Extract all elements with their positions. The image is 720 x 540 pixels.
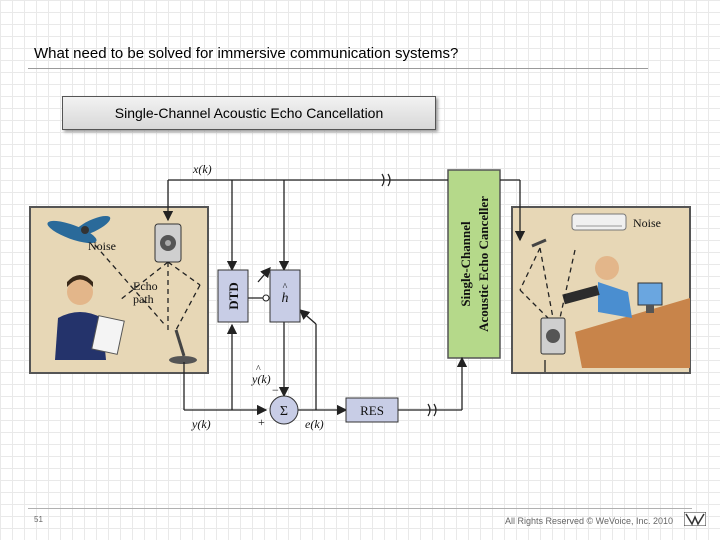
- canceller-label-1: Single-Channel: [458, 221, 473, 307]
- sum-label: Σ: [280, 404, 288, 419]
- desk-icon: [575, 298, 690, 368]
- h-hat-block: [269, 269, 301, 323]
- e-signal-label: e(k): [305, 417, 324, 431]
- slide-title: What need to be solved for immersive com…: [34, 45, 459, 62]
- subtitle-box: Single-Channel Acoustic Echo Cancellatio…: [62, 96, 436, 130]
- monitor-icon: [637, 282, 663, 313]
- echo-label-1: Echo: [133, 279, 158, 293]
- page-number: 51: [34, 515, 43, 524]
- left-echo-paths: [94, 244, 201, 331]
- canceller-box: [447, 169, 501, 359]
- h-hat-label: h: [282, 291, 289, 306]
- channel-break-icons: [381, 173, 437, 417]
- x-signal-label: x(k): [192, 162, 212, 176]
- dtd-block: [217, 269, 249, 323]
- sum-node: [269, 395, 299, 425]
- right-microphone-icon: [531, 238, 547, 248]
- title-divider: [28, 68, 648, 69]
- res-block: [345, 397, 399, 423]
- canceller-label-2: Acoustic Echo Canceller: [476, 196, 491, 332]
- y-hat-signal-label: y(k): [251, 372, 271, 386]
- copyright-text: All Rights Reserved © WeVoice, Inc. 2010: [505, 516, 674, 526]
- plus-sign: +: [258, 415, 265, 429]
- presenter-person-icon: [55, 275, 125, 360]
- h-hat-accent: ^: [283, 282, 288, 293]
- control-node: [262, 294, 270, 302]
- echo-label-2: path: [133, 292, 154, 306]
- y-signal-label: y(k): [191, 417, 211, 431]
- wevoice-logo-icon: [684, 512, 706, 526]
- ceiling-fan-icon: [47, 215, 111, 244]
- dtd-label: DTD: [226, 282, 241, 309]
- left-noise-label: Noise: [88, 239, 116, 253]
- y-hat-accent: ^: [256, 364, 261, 375]
- right-noise-label: Noise: [633, 216, 661, 230]
- left-microphone-icon: [169, 329, 197, 364]
- minus-sign: −: [272, 383, 279, 397]
- subtitle-text: Single-Channel Acoustic Echo Cancellatio…: [114, 105, 384, 121]
- right-speaker-icon: [540, 317, 566, 355]
- relaxed-person-icon: [562, 256, 632, 318]
- air-conditioner-icon: [571, 213, 627, 231]
- res-label: RES: [360, 403, 384, 418]
- footer-divider: [28, 508, 692, 509]
- left-speaker-icon: [154, 223, 182, 263]
- right-echo-paths: [519, 247, 576, 319]
